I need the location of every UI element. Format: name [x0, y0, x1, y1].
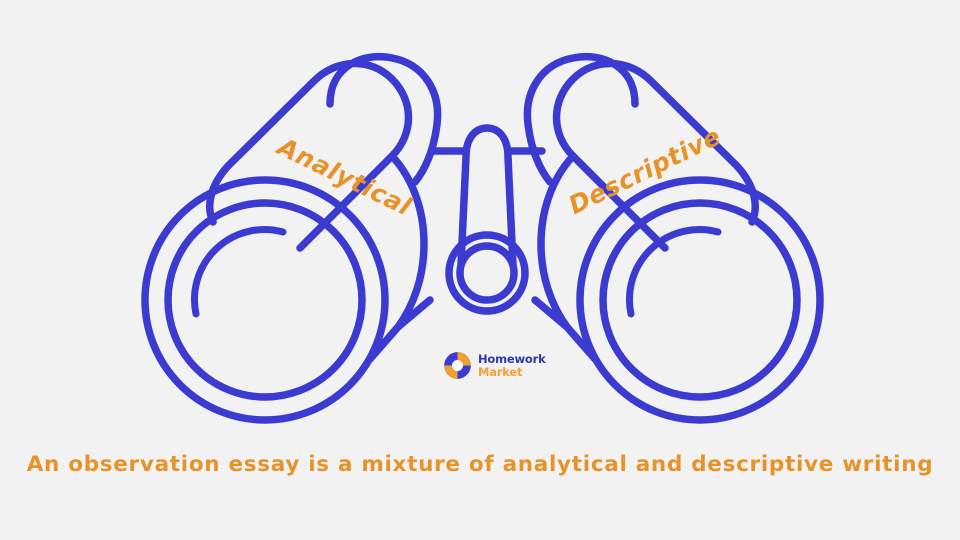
- right-barrel-left-edge: [537, 152, 599, 363]
- right-lens-inner-ring: [599, 199, 801, 401]
- lifebuoy-icon: [444, 352, 471, 379]
- left-lens-outer-ring: [141, 176, 389, 424]
- left-lens-highlight-arc: [190, 226, 287, 318]
- left-barrel-lower-joint: [394, 296, 434, 331]
- focus-column: [457, 124, 517, 269]
- right-lens-highlight-arc: [625, 226, 722, 318]
- brand-logo: Homework Market: [443, 351, 546, 380]
- right-barrel-lower-joint: [531, 296, 571, 331]
- right-lens-outer-ring: [576, 176, 824, 424]
- focus-knob-outer: [445, 231, 529, 315]
- brand-line-homework: Homework: [478, 352, 546, 367]
- brand-text: Homework Market: [478, 353, 546, 377]
- left-lens-inner-ring: [164, 199, 366, 401]
- left-barrel-right-edge: [366, 152, 428, 363]
- caption-text: An observation essay is a mixture of ana…: [26, 452, 934, 477]
- focus-knob-inner: [456, 242, 518, 304]
- brand-line-market: Market: [478, 364, 523, 379]
